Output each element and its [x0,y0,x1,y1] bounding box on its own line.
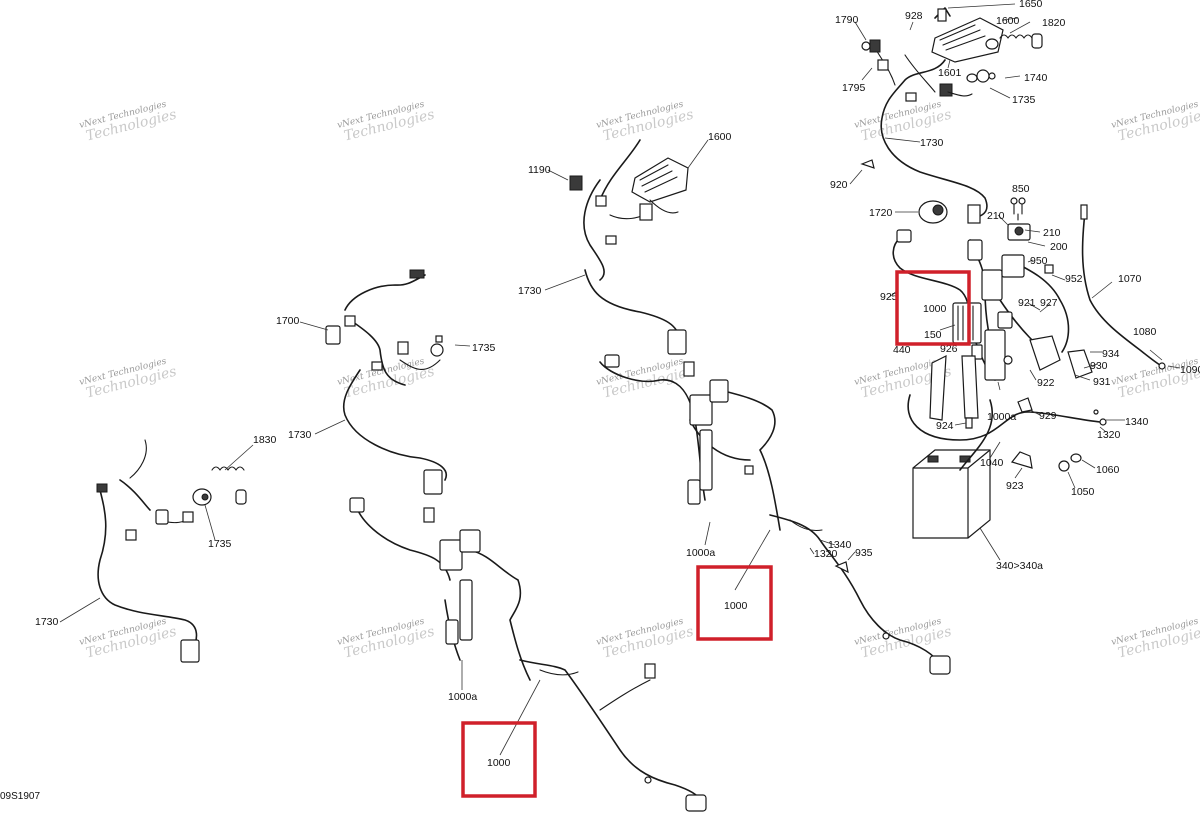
callout-label: 1735 [208,538,232,550]
callout-label: 1040 [980,457,1004,469]
callout-label: 200 [1050,241,1068,253]
callout-label: 920 [830,179,848,191]
callout-label: 929 [1039,410,1057,422]
leader-lines [59,3,1181,756]
callout-label: 922 [1037,377,1055,389]
highlight-box-right [895,270,971,346]
callout-label: 150 [924,329,942,341]
callout-label: 1740 [1024,72,1048,84]
coil-connector-1820 [985,33,1043,50]
callout-label: 1650 [1019,0,1043,10]
assembly-center-left [325,269,707,812]
callout-label: 950 [1030,255,1048,267]
callout-label: 926 [940,343,958,355]
callout-label: 921 [1018,297,1036,309]
callout-label: 1795 [842,82,866,94]
callout-label: 1070 [1118,273,1142,285]
callout-label: 1600 [996,15,1020,27]
callout-label: 1090 [1180,364,1200,376]
callout-label: 1790 [835,14,859,26]
callout-label: 1340 [828,539,852,551]
callout-label: 210 [987,210,1005,222]
assembly-left [96,439,247,663]
callout-label: 928 [905,10,923,22]
callout-label: 850 [1012,183,1030,195]
callout-label: 1060 [1096,464,1120,476]
callout-label: 1340 [1125,416,1149,428]
callout-label: 1601 [938,67,962,79]
callout-label: 440 [893,344,911,356]
callout-label: 931 [1093,376,1111,388]
callout-label: 934 [1102,348,1120,360]
callout-label: 210 [1043,227,1061,239]
callout-label: 1730 [288,429,312,441]
callout-label: 925 [880,291,898,303]
highlight-box-left [461,721,537,798]
callout-label: 340>340a [996,560,1043,572]
callout-label: 935 [855,547,873,559]
callout-label: 930 [1090,360,1108,372]
regulator-150 [952,302,982,344]
callout-label: 1000a [987,411,1016,423]
callout-label: 1000a [448,691,477,703]
callout-label: 1820 [1042,17,1066,29]
callout-label: 1700 [276,315,300,327]
callout-label: 1000a [686,547,715,559]
callout-label: 924 [936,420,954,432]
assembly-right [860,7,1166,539]
battery-340 [912,449,991,539]
callout-label: 1730 [920,137,944,149]
assembly-middle [569,139,951,675]
callout-label: 927 [1040,297,1058,309]
callout-label: 1720 [869,207,893,219]
callout-label: 1050 [1071,486,1095,498]
callout-label: 1830 [253,434,277,446]
callout-label: 1600 [708,131,732,143]
highlight-boxes [461,270,971,798]
callout-label: 952 [1065,273,1083,285]
callout-label: 1320 [1097,429,1121,441]
figure-code: 09S1907 [0,791,40,802]
callout-label: 1000 [724,600,748,612]
callout-label: 1735 [1012,94,1036,106]
control-module-1600 [931,7,1004,63]
callout-label: 1730 [35,616,59,628]
highlight-box-middle [696,565,773,641]
callout-label: 1000 [923,303,947,315]
callout-label: 923 [1006,480,1024,492]
callout-label: 1320 [814,548,838,560]
callout-label: 1190 [528,164,551,176]
callout-label: 1735 [472,342,496,354]
callout-label: 1080 [1133,326,1157,338]
callout-label: 1730 [518,285,542,297]
control-module-1600-middle [631,157,689,203]
callout-label: 1000 [487,757,511,769]
